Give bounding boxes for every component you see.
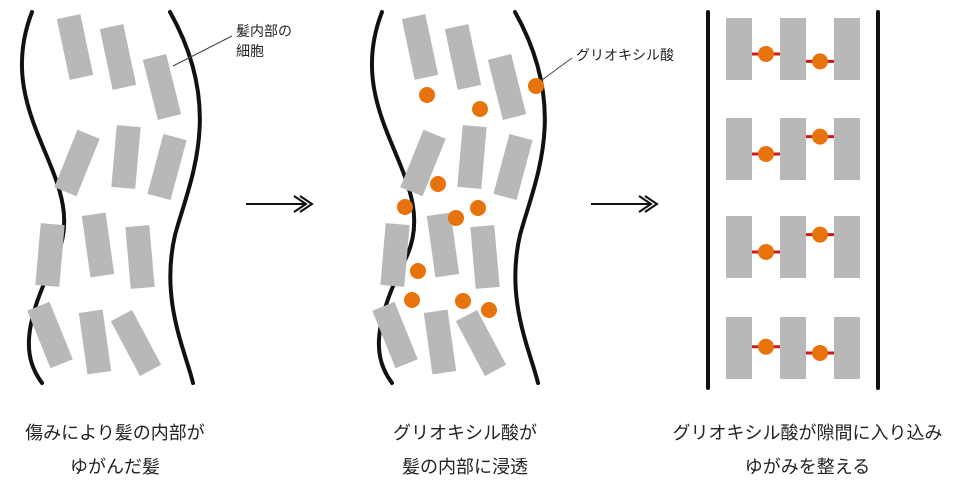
arrow-2 bbox=[591, 195, 659, 213]
hair-cell bbox=[147, 133, 187, 201]
caption-damaged-hair: 傷みにより髪の内部が ゆがんだ髪 bbox=[0, 417, 230, 485]
hair-cell bbox=[834, 18, 860, 80]
panel-damaged-hair bbox=[19, 10, 233, 385]
hair-cell bbox=[780, 216, 806, 278]
acid-molecule bbox=[472, 101, 488, 117]
hair-cell bbox=[110, 309, 162, 377]
hair-cell bbox=[125, 225, 155, 289]
hair-cell bbox=[834, 118, 860, 180]
glyoxylic-acid-label-text: グリオキシル酸 bbox=[576, 48, 674, 64]
hair-cell bbox=[380, 223, 410, 287]
panel-acid-penetration bbox=[369, 10, 573, 385]
acid-molecule bbox=[470, 200, 486, 216]
hair-cell bbox=[372, 301, 418, 369]
aligned-row bbox=[726, 216, 860, 278]
caption-line: グリオキシル酸が bbox=[393, 423, 537, 444]
hair-cell bbox=[400, 129, 446, 197]
aligned-row bbox=[726, 317, 860, 379]
caption-line: グリオキシル酸が隙間に入り込み bbox=[672, 423, 943, 444]
acid-molecule bbox=[419, 87, 435, 103]
caption-acid-penetration: グリオキシル酸が 髪の内部に浸透 bbox=[350, 417, 580, 485]
acid-molecule bbox=[404, 292, 420, 308]
hair-cell bbox=[54, 129, 100, 197]
hair-cell bbox=[457, 125, 487, 189]
hair-cell bbox=[81, 212, 115, 278]
acid-molecule bbox=[448, 210, 464, 226]
hair-cell bbox=[726, 118, 752, 180]
acid-molecule bbox=[528, 78, 544, 94]
aligned-row bbox=[726, 18, 860, 80]
glyoxylic-acid-label: グリオキシル酸 bbox=[576, 46, 674, 66]
hair-cells bbox=[27, 14, 187, 377]
hair-outline-right bbox=[513, 10, 547, 385]
hair-cell bbox=[423, 309, 457, 375]
hair-cell-label-line1: 髪内部の bbox=[236, 24, 292, 40]
hair-cell bbox=[780, 18, 806, 80]
hair-cell bbox=[470, 225, 500, 289]
hair-cell bbox=[780, 317, 806, 379]
caption-line: ゆがみを整える bbox=[744, 457, 871, 478]
hair-cells bbox=[372, 14, 533, 377]
caption-line: ゆがんだ髪 bbox=[70, 457, 160, 478]
hair-cell-label-line2: 細胞 bbox=[236, 44, 264, 60]
hair-cell-leader-line bbox=[172, 35, 233, 67]
acid-molecule bbox=[397, 199, 413, 215]
hair-outline-left bbox=[369, 10, 417, 385]
aligned-row bbox=[726, 118, 860, 180]
hair-cell bbox=[455, 309, 507, 377]
hair-cell bbox=[35, 223, 65, 287]
caption-repaired-hair: グリオキシル酸が隙間に入り込み ゆがみを整える bbox=[655, 417, 960, 485]
acid-molecule bbox=[812, 226, 828, 243]
hair-cell bbox=[426, 212, 460, 278]
arrow-1 bbox=[246, 195, 314, 213]
acid-molecule bbox=[410, 263, 426, 279]
hair-cell bbox=[99, 24, 137, 90]
acid-leader-line bbox=[541, 57, 573, 81]
hair-cell bbox=[401, 14, 439, 80]
acid-molecule bbox=[758, 145, 774, 162]
panel-repaired-hair bbox=[706, 10, 880, 390]
hair-cell bbox=[27, 301, 73, 369]
hair-cell bbox=[726, 18, 752, 80]
hair-cell bbox=[726, 216, 752, 278]
acid-molecule bbox=[812, 128, 828, 145]
hair-outline-right bbox=[168, 10, 202, 385]
acid-molecule bbox=[812, 53, 828, 70]
hair-cell bbox=[56, 14, 94, 80]
acid-molecule bbox=[812, 344, 828, 361]
hair-cell bbox=[142, 54, 182, 120]
acid-molecule bbox=[430, 176, 446, 192]
acid-molecule bbox=[758, 243, 774, 260]
hair-cell bbox=[487, 54, 527, 120]
hair-cell bbox=[834, 216, 860, 278]
hair-cell-label: 髪内部の 細胞 bbox=[236, 22, 292, 62]
hair-cell bbox=[726, 317, 752, 379]
acid-molecule bbox=[758, 45, 774, 62]
hair-cell bbox=[780, 118, 806, 180]
hair-cell bbox=[493, 133, 533, 201]
caption-line: 傷みにより髪の内部が bbox=[25, 423, 205, 444]
hair-cell bbox=[111, 125, 141, 189]
aligned-cell-rows bbox=[726, 18, 860, 379]
acid-molecule bbox=[758, 338, 774, 355]
hair-cell bbox=[834, 317, 860, 379]
caption-line: 髪の内部に浸透 bbox=[402, 457, 528, 478]
acid-molecule bbox=[455, 293, 471, 309]
hair-cell bbox=[444, 24, 482, 90]
glyoxylic-acid-molecules bbox=[397, 78, 544, 318]
acid-molecule bbox=[481, 302, 497, 318]
hair-cell bbox=[78, 309, 112, 375]
